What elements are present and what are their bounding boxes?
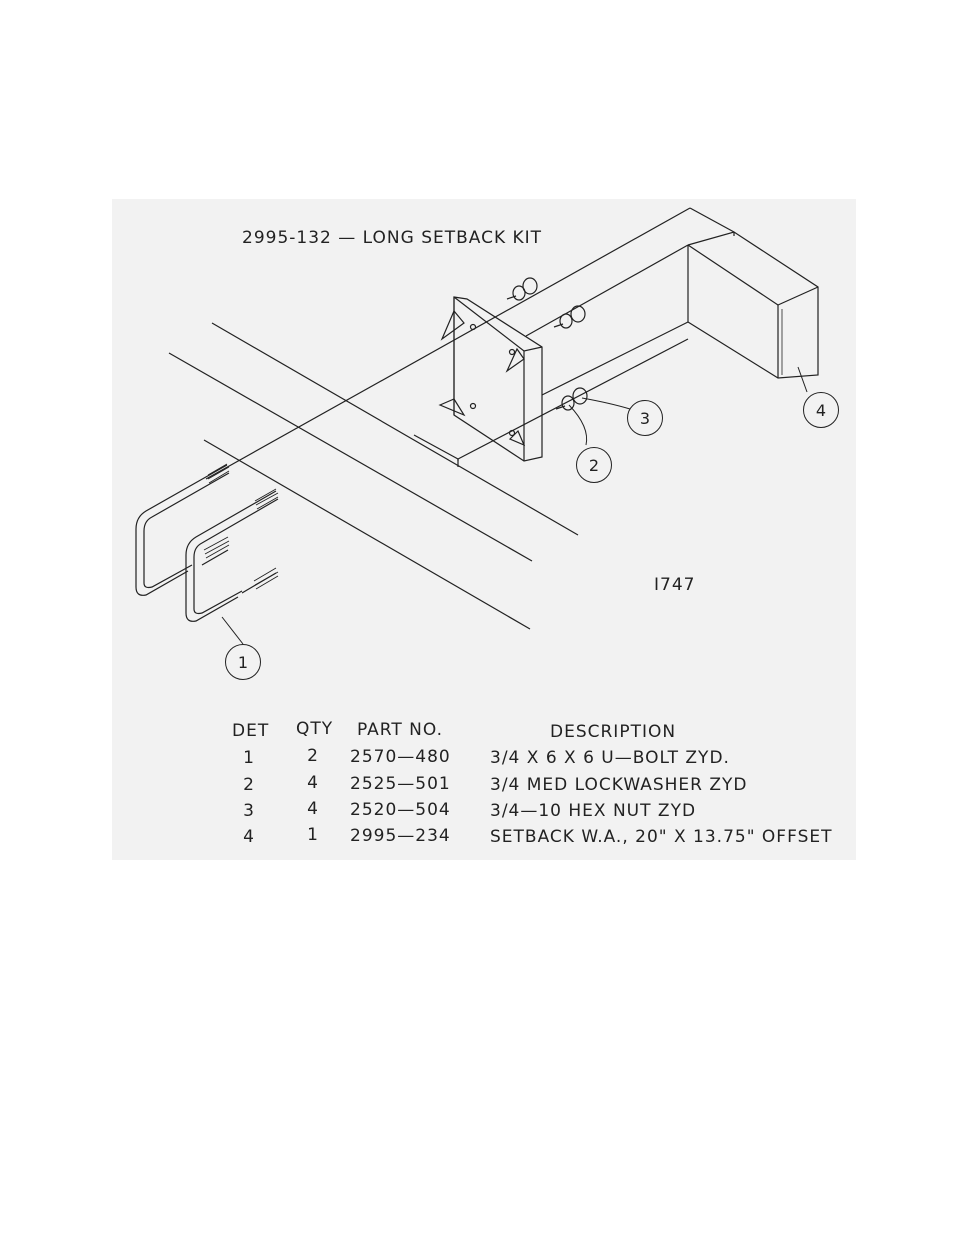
axle-lines: [169, 323, 578, 629]
header-det: DET: [232, 721, 266, 741]
row-1-part-no: 2570—480: [350, 747, 450, 767]
setback-tube: [206, 208, 818, 479]
row-1-description: 3/4 X 6 X 6 U—BOLT ZYD.: [490, 748, 730, 768]
row-1-qty: 2: [296, 746, 330, 766]
header-description: DESCRIPTION: [550, 722, 676, 742]
row-2-description: 3/4 MED LOCKWASHER ZYD: [490, 775, 748, 795]
row-4-det: 4: [232, 827, 266, 847]
row-3-description: 3/4—10 HEX NUT ZYD: [490, 801, 696, 821]
drawing-number: I747: [654, 575, 695, 595]
row-4-part-no: 2995—234: [350, 826, 450, 846]
callout-leaders: [222, 367, 807, 644]
callout-1: 1: [225, 644, 261, 680]
row-3-qty: 4: [296, 799, 330, 819]
row-3-det: 3: [232, 801, 266, 821]
row-3-part-no: 2520—504: [350, 800, 450, 820]
header-part-no: PART NO.: [350, 720, 450, 740]
row-2-part-no: 2525—501: [350, 774, 450, 794]
row-2-det: 2: [232, 775, 266, 795]
callout-4: 4: [803, 392, 839, 428]
mounting-plate: [440, 297, 542, 461]
exploded-assembly-drawing: [112, 199, 856, 860]
row-1-det: 1: [232, 748, 266, 768]
header-qty: QTY: [296, 719, 330, 739]
row-2-qty: 4: [296, 773, 330, 793]
row-4-description: SETBACK W.A., 20" X 13.75" OFFSET: [490, 827, 833, 847]
callout-3: 3: [627, 400, 663, 436]
u-bolts: [136, 464, 278, 621]
drawing-panel: 2995-132 — LONG SETBACK KIT I747 1 2 3 4…: [112, 199, 856, 860]
kit-title: 2995-132 — LONG SETBACK KIT: [242, 228, 542, 248]
fasteners: [507, 278, 587, 410]
row-4-qty: 1: [296, 825, 330, 845]
callout-2: 2: [576, 447, 612, 483]
